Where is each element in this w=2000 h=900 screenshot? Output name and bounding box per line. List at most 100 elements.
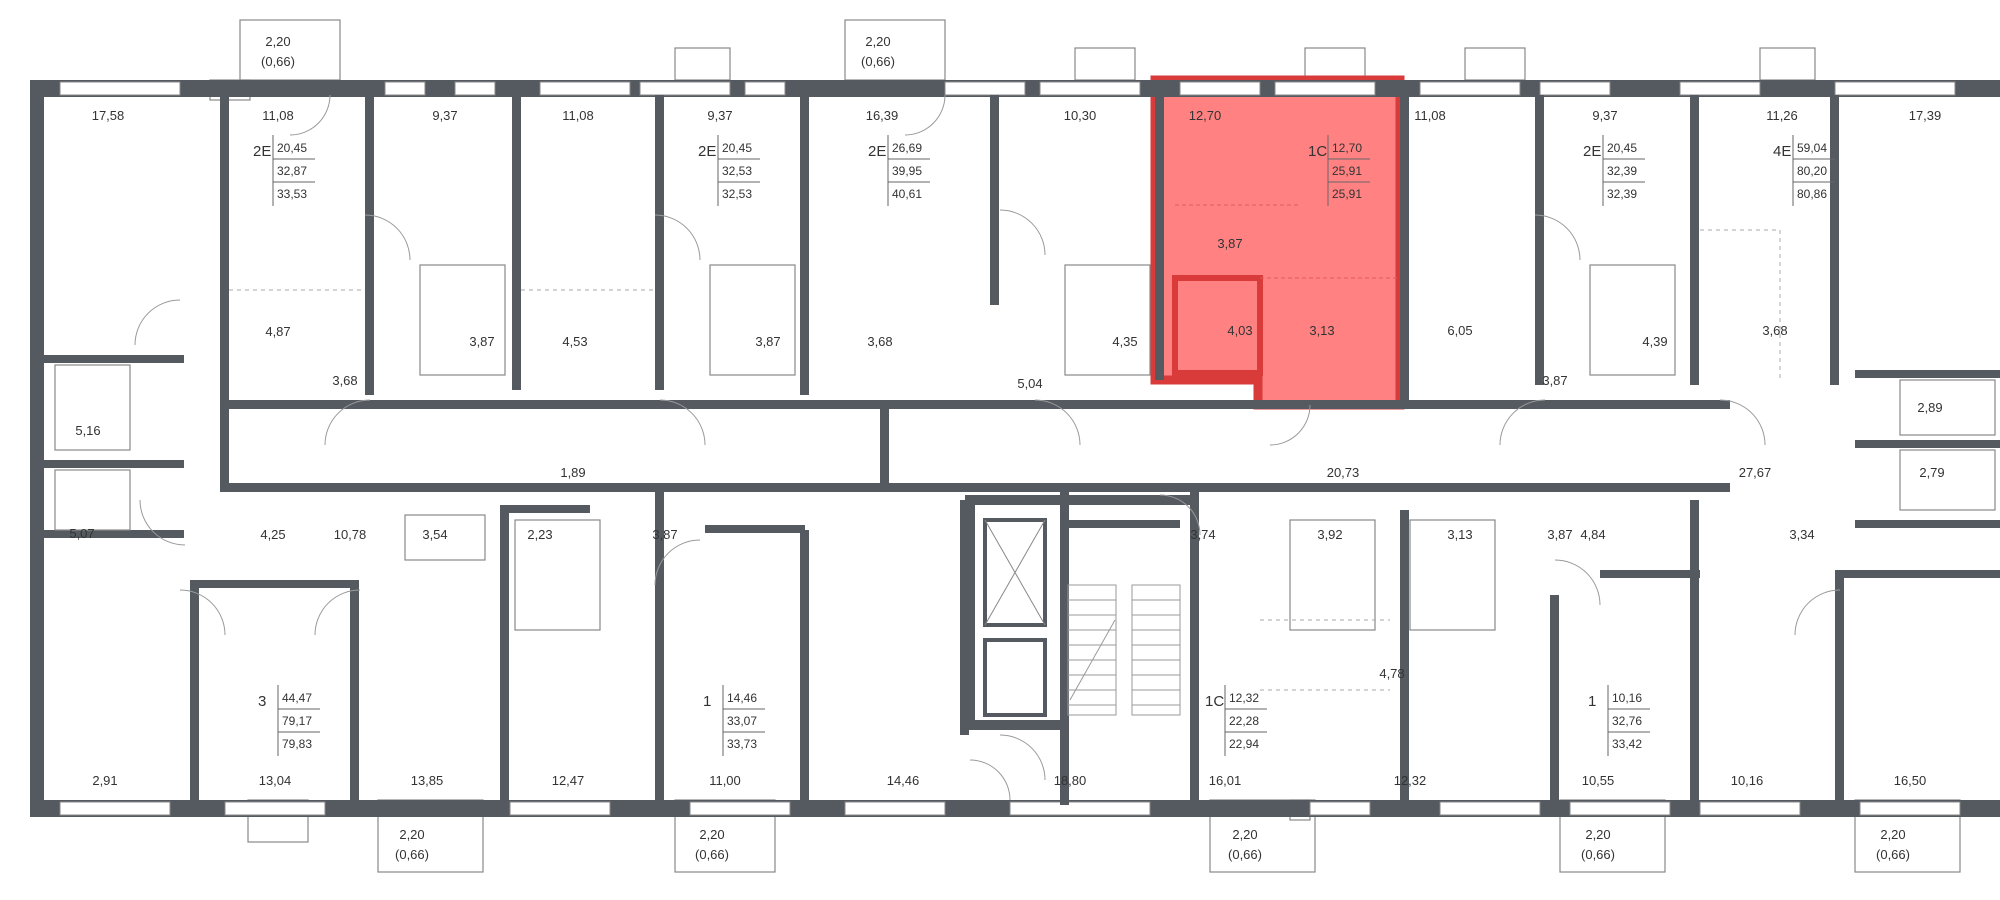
- total-area-with-balcony: 33,73: [727, 737, 757, 751]
- room-area-label: 10,16: [1731, 773, 1764, 788]
- total-area: 32,39: [1607, 164, 1637, 178]
- apartment-type: 4E: [1773, 143, 1791, 160]
- room-area-label: 10,55: [1582, 773, 1615, 788]
- room-area-label: 5,04: [1017, 376, 1042, 391]
- total-area: 80,20: [1797, 164, 1827, 178]
- room-area-label: 2,79: [1919, 465, 1944, 480]
- total-area-with-balcony: 32,53: [722, 187, 752, 201]
- room-area-label: 3,87: [755, 334, 780, 349]
- total-area: 32,76: [1612, 714, 1642, 728]
- windows-top: [59, 81, 1956, 96]
- room-area-label: 5,07: [69, 526, 94, 541]
- room-area-label: 9,37: [1592, 108, 1617, 123]
- room-area-label: 3,68: [1762, 323, 1787, 338]
- highlighted-apartment-1c[interactable]: [1150, 75, 1405, 410]
- balcony-reduced-area: (0,66): [1581, 847, 1615, 862]
- room-area-label: 3,87: [469, 334, 494, 349]
- apartment-type: 1C: [1308, 143, 1327, 160]
- total-area: 33,07: [727, 714, 757, 728]
- zoning-lines: [229, 229, 1781, 691]
- balcony-reduced-area: (0,66): [261, 54, 295, 69]
- room-area-label: 2,89: [1917, 400, 1942, 415]
- room-area-label: 3,54: [422, 527, 447, 542]
- total-area: 25,91: [1332, 164, 1362, 178]
- total-area-with-balcony: 32,39: [1607, 187, 1637, 201]
- total-area-with-balcony: 33,42: [1612, 737, 1642, 751]
- room-area-label: 2,91: [92, 773, 117, 788]
- total-area: 32,87: [277, 164, 307, 178]
- room-area-label: 11,08: [1414, 108, 1446, 123]
- balcony-area: 2,20: [1880, 827, 1905, 842]
- balcony-reduced-area: (0,66): [1228, 847, 1262, 862]
- living-area: 12,32: [1229, 691, 1259, 705]
- total-area: 32,53: [722, 164, 752, 178]
- balcony-reduced-area: (0,66): [395, 847, 429, 862]
- balcony-reduced-area: (0,66): [1876, 847, 1910, 862]
- room-area-label: 3,87: [1217, 236, 1242, 251]
- total-area-with-balcony: 25,91: [1332, 187, 1362, 201]
- room-area-label: 1,89: [560, 465, 585, 480]
- apartment-type: 3: [258, 693, 266, 710]
- room-area-label: 3,74: [1190, 527, 1215, 542]
- outer-walls: [30, 80, 2000, 817]
- room-area-label: 5,16: [75, 423, 100, 438]
- living-area: 44,47: [282, 691, 312, 705]
- balcony-area: 2,20: [865, 34, 890, 49]
- balcony-area: 2,20: [265, 34, 290, 49]
- room-area-label: 4,39: [1642, 334, 1667, 349]
- bathrooms: [54, 264, 1996, 631]
- living-area: 20,45: [1607, 141, 1637, 155]
- room-area-label: 4,84: [1580, 527, 1605, 542]
- room-area-label: 2,23: [527, 527, 552, 542]
- room-area-label: 3,87: [652, 527, 677, 542]
- room-area-label: 4,35: [1112, 334, 1137, 349]
- room-area-label: 11,00: [709, 773, 741, 788]
- balcony-area: 2,20: [1232, 827, 1257, 842]
- balcony-area: 2,20: [1585, 827, 1610, 842]
- room-area-label: 3,68: [867, 334, 892, 349]
- stair-elevator-core: [965, 495, 1190, 730]
- room-area-label: 3,68: [332, 373, 357, 388]
- total-area-with-balcony: 22,94: [1229, 737, 1259, 751]
- apartment-card: 1C 12,70 25,91 25,91: [1308, 135, 1370, 206]
- total-area-with-balcony: 33,53: [277, 187, 307, 201]
- living-area: 12,70: [1332, 141, 1362, 155]
- apartment-type: 1: [703, 693, 711, 710]
- room-area-label: 4,03: [1227, 323, 1252, 338]
- room-area-label: 4,25: [260, 527, 285, 542]
- apartment-type: 1: [1588, 693, 1596, 710]
- balcony-labels: 2,20 (0,66) 2,20 (0,66) 2,20 (0,66) 2,20 (0,66)…: [261, 34, 1910, 862]
- balcony-reduced-area: (0,66): [695, 847, 729, 862]
- room-area-label: 6,05: [1447, 323, 1472, 338]
- room-area-label: 4,53: [562, 334, 587, 349]
- apartment-card: 2E 20,45 32,39 32,39: [1583, 135, 1645, 206]
- total-area-with-balcony: 80,86: [1797, 187, 1827, 201]
- balcony-reduced-area: (0,66): [861, 54, 895, 69]
- apartment-type: 2E: [868, 143, 886, 160]
- room-area-label: 17,58: [92, 108, 125, 123]
- total-area: 79,17: [282, 714, 312, 728]
- room-area-label: 12,47: [552, 773, 585, 788]
- total-area-with-balcony: 40,61: [892, 187, 922, 201]
- room-area-label: 12,70: [1189, 108, 1222, 123]
- room-area-label: 13,85: [411, 773, 444, 788]
- balcony-area: 2,20: [399, 827, 424, 842]
- room-area-label: 10,30: [1064, 108, 1097, 123]
- balcony-area: 2,20: [699, 827, 724, 842]
- room-area-label: 17,39: [1909, 108, 1942, 123]
- room-area-label: 9,37: [432, 108, 457, 123]
- room-area-label: 16,50: [1894, 773, 1927, 788]
- apartment-type: 2E: [698, 143, 716, 160]
- room-area-label: 16,39: [866, 108, 899, 123]
- room-area-label: 3,87: [1547, 527, 1572, 542]
- apartment-type: 2E: [1583, 143, 1601, 160]
